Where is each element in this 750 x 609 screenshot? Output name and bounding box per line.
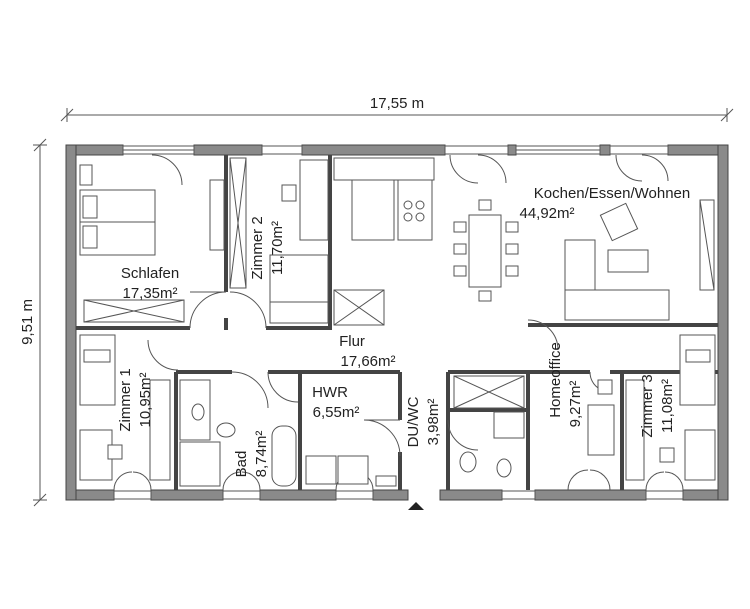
- room-duwc: DU/WC 3,98m²: [405, 396, 442, 447]
- room-name-homeoffice: Homeoffice: [547, 342, 564, 418]
- room-name-kochen: Kochen/Essen/Wohnen: [534, 185, 691, 202]
- room-name-duwc: DU/WC: [405, 396, 422, 447]
- room-zimmer-1: Zimmer 1 10,95m²: [117, 368, 154, 431]
- interior-walls: [76, 155, 718, 490]
- room-zimmer-3: Zimmer 3 11,08m²: [639, 374, 676, 437]
- room-area-duwc: 3,98m²: [425, 399, 442, 446]
- room-area-kochen: 44,92m²: [519, 205, 574, 222]
- room-kochen: Kochen/Essen/Wohnen 44,92m²: [519, 185, 690, 222]
- room-zimmer-2: Zimmer 2 11,70m²: [249, 216, 286, 279]
- doors: [113, 154, 684, 491]
- room-area-hwr: 6,55m²: [313, 404, 360, 421]
- room-schlafen: Schlafen 17,35m²: [121, 265, 179, 302]
- room-area-zimmer-2: 11,70m²: [269, 221, 286, 275]
- entrance-arrow-icon: [408, 502, 424, 510]
- room-name-flur: Flur: [339, 333, 365, 350]
- room-name-bad: Bad: [233, 451, 250, 478]
- room-area-homeoffice: 9,27m²: [567, 381, 584, 428]
- dimension-height: 9,51 m: [19, 138, 47, 507]
- room-area-bad: 8,74m²: [253, 431, 270, 478]
- room-name-zimmer-2: Zimmer 2: [249, 216, 266, 279]
- room-area-zimmer-3: 11,08m²: [659, 379, 676, 433]
- room-name-zimmer-1: Zimmer 1: [117, 368, 134, 431]
- room-homeoffice: Homeoffice 9,27m²: [547, 342, 584, 427]
- room-hwr: HWR 6,55m²: [312, 384, 359, 421]
- height-label: 9,51 m: [19, 299, 36, 345]
- width-label: 17,55 m: [370, 95, 424, 112]
- furniture: [79, 157, 716, 487]
- room-name-zimmer-3: Zimmer 3: [639, 374, 656, 437]
- room-name-hwr: HWR: [312, 384, 348, 401]
- room-flur: Flur 17,66m²: [339, 333, 395, 370]
- dimension-width: 17,55 m: [60, 95, 734, 122]
- room-name-schlafen: Schlafen: [121, 265, 179, 282]
- room-bad: Bad 8,74m²: [233, 431, 270, 478]
- room-area-flur: 17,66m²: [340, 353, 395, 370]
- room-area-schlafen: 17,35m²: [122, 285, 177, 302]
- windows: [113, 145, 684, 500]
- room-area-zimmer-1: 10,95m²: [137, 372, 154, 427]
